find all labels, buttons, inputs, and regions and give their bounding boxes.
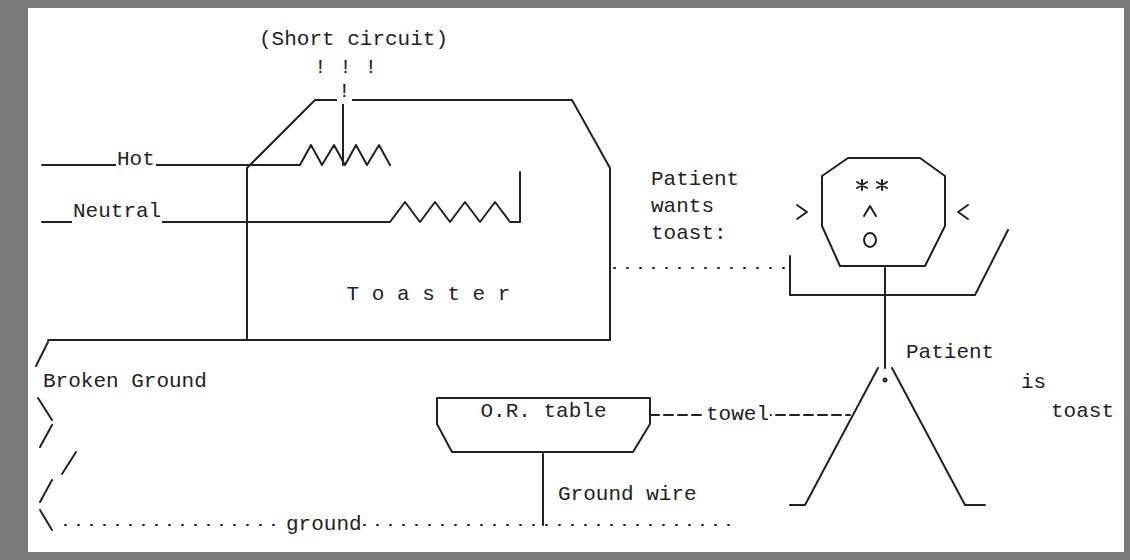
patient-neck — [884, 268, 886, 295]
wire-name: Hot — [116, 148, 156, 172]
note-text: is — [1020, 371, 1047, 395]
patient-ear — [958, 205, 968, 219]
label-slot: Hot — [116, 148, 156, 172]
label-slot: ! ! ! — [313, 56, 378, 80]
hot-wire — [42, 145, 390, 165]
patient-eye — [857, 180, 867, 190]
spark-marks: ! ! ! — [313, 56, 378, 80]
label-slot: Broken Ground — [42, 370, 208, 394]
label-slot: Patient — [905, 341, 995, 365]
or-table-outline — [437, 398, 650, 452]
or-table: O.R. table — [437, 392, 650, 454]
ground-wire — [542, 454, 544, 525]
patient-arms — [790, 230, 1008, 295]
patient-ear — [797, 205, 807, 219]
patient-leg — [790, 368, 878, 505]
toaster-box: T o a s t e r — [247, 100, 610, 340]
label-slot: ground — [285, 513, 363, 537]
wire-name: Neutral — [72, 200, 162, 224]
node-text: T o a s t e r — [345, 283, 513, 307]
ground-name: Broken Ground — [42, 370, 208, 394]
patient-nose — [864, 206, 876, 216]
patient-leg — [892, 368, 985, 505]
short-circuit-wire — [342, 104, 344, 165]
patient-hip — [884, 379, 887, 382]
patient-head — [822, 158, 945, 266]
node-text: O.R. table — [478, 400, 608, 424]
toaster-patient-dots — [614, 267, 788, 269]
label-slot: (Short circuit) — [258, 28, 449, 52]
note-text: toast — [1050, 400, 1115, 424]
patient-eye — [877, 180, 887, 190]
element-link — [519, 172, 521, 222]
label-slot: ! — [337, 80, 352, 104]
patient-mouth — [864, 233, 876, 247]
note-text: Patient wants toast: — [650, 166, 750, 247]
patient-name: Patient — [905, 341, 995, 365]
toaster-box-outline — [247, 100, 610, 340]
ground-lead — [48, 339, 247, 341]
towel-name: towel — [705, 403, 770, 427]
patient-body — [884, 295, 886, 368]
label-slot: is — [1020, 371, 1047, 395]
label-slot: Neutral — [72, 200, 162, 224]
label-slot: Ground wire — [557, 483, 698, 507]
ground-name: ground — [285, 513, 363, 537]
page-ground — [28, 8, 1124, 552]
spark-mark: ! — [337, 80, 352, 104]
label-slot: Patient wants toast: — [650, 166, 750, 247]
note-text: (Short circuit) — [258, 28, 449, 52]
label-slot: towel — [705, 403, 770, 427]
wire-name: Ground wire — [557, 483, 698, 507]
label-slot: toast — [1050, 400, 1115, 424]
ground-line — [65, 524, 735, 526]
